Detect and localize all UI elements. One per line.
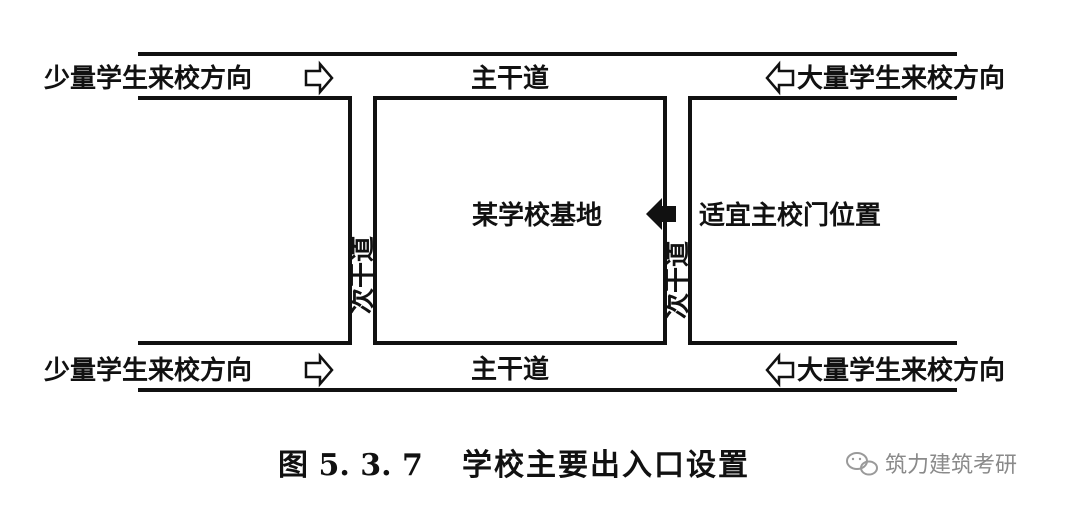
hollow-arrow-icon (765, 352, 795, 388)
right-secondary-road-label: 次干道 (662, 241, 693, 319)
top-main-road-label: 主干道 (471, 63, 549, 94)
road-network (138, 52, 957, 392)
figure-number: 图 5. 3. 7 (278, 448, 423, 483)
figure-caption: 图 5. 3. 7 学校主要出入口设置 (278, 448, 750, 483)
wechat-logo-icon (846, 452, 878, 476)
watermark: 筑力建筑考研 (846, 452, 1017, 478)
hollow-arrow-icon (304, 352, 334, 388)
left-secondary-road-label: 次干道 (347, 236, 378, 314)
bottom-main-road-label: 主干道 (471, 354, 549, 385)
bottom-left-direction-label: 少量学生来校方向 (43, 355, 252, 386)
figure-title: 学校主要出入口设置 (462, 448, 750, 483)
hollow-arrow-icon (765, 60, 795, 96)
gate-position-label: 适宜主校门位置 (699, 200, 881, 231)
watermark-text: 筑力建筑考研 (885, 453, 1017, 478)
top-left-direction-label: 少量学生来校方向 (43, 63, 252, 94)
top-right-direction-label: 大量学生来校方向 (797, 63, 1005, 94)
solid-arrow-icon (646, 198, 676, 230)
bottom-right-direction-label: 大量学生来校方向 (797, 355, 1005, 386)
hollow-arrow-icon (304, 60, 334, 96)
school-site-label: 某学校基地 (472, 200, 602, 231)
